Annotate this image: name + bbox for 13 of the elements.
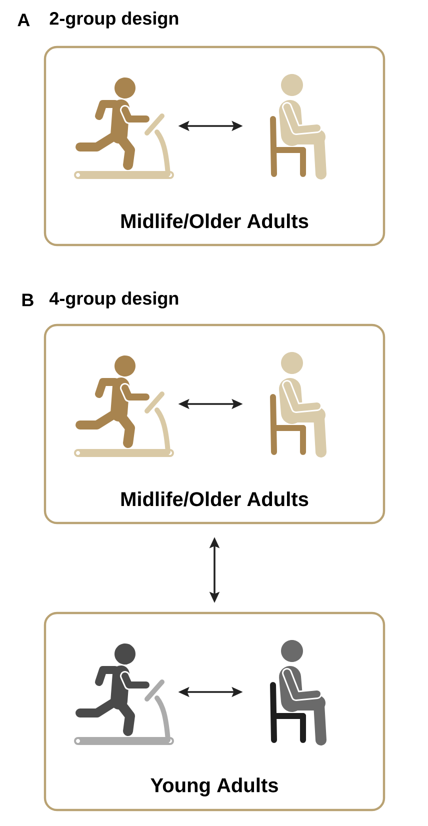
runner-on-treadmill-picture [74, 644, 174, 745]
group-box: Young Adults [44, 612, 386, 812]
panel-letter: B [22, 294, 34, 306]
seated-person-picture [270, 74, 326, 180]
seated-person-picture [270, 352, 326, 458]
group-box: Midlife/Older Adults [44, 324, 386, 524]
group-box: Midlife/Older Adults [44, 46, 386, 246]
runner-on-treadmill-picture [74, 356, 174, 457]
runner-on-treadmill-picture [74, 77, 174, 179]
panel-letter: A [18, 14, 30, 26]
seated-person-picture [270, 640, 326, 746]
panel-title: 4-group design [49, 292, 178, 308]
panel-title: 2-group design [50, 12, 178, 28]
